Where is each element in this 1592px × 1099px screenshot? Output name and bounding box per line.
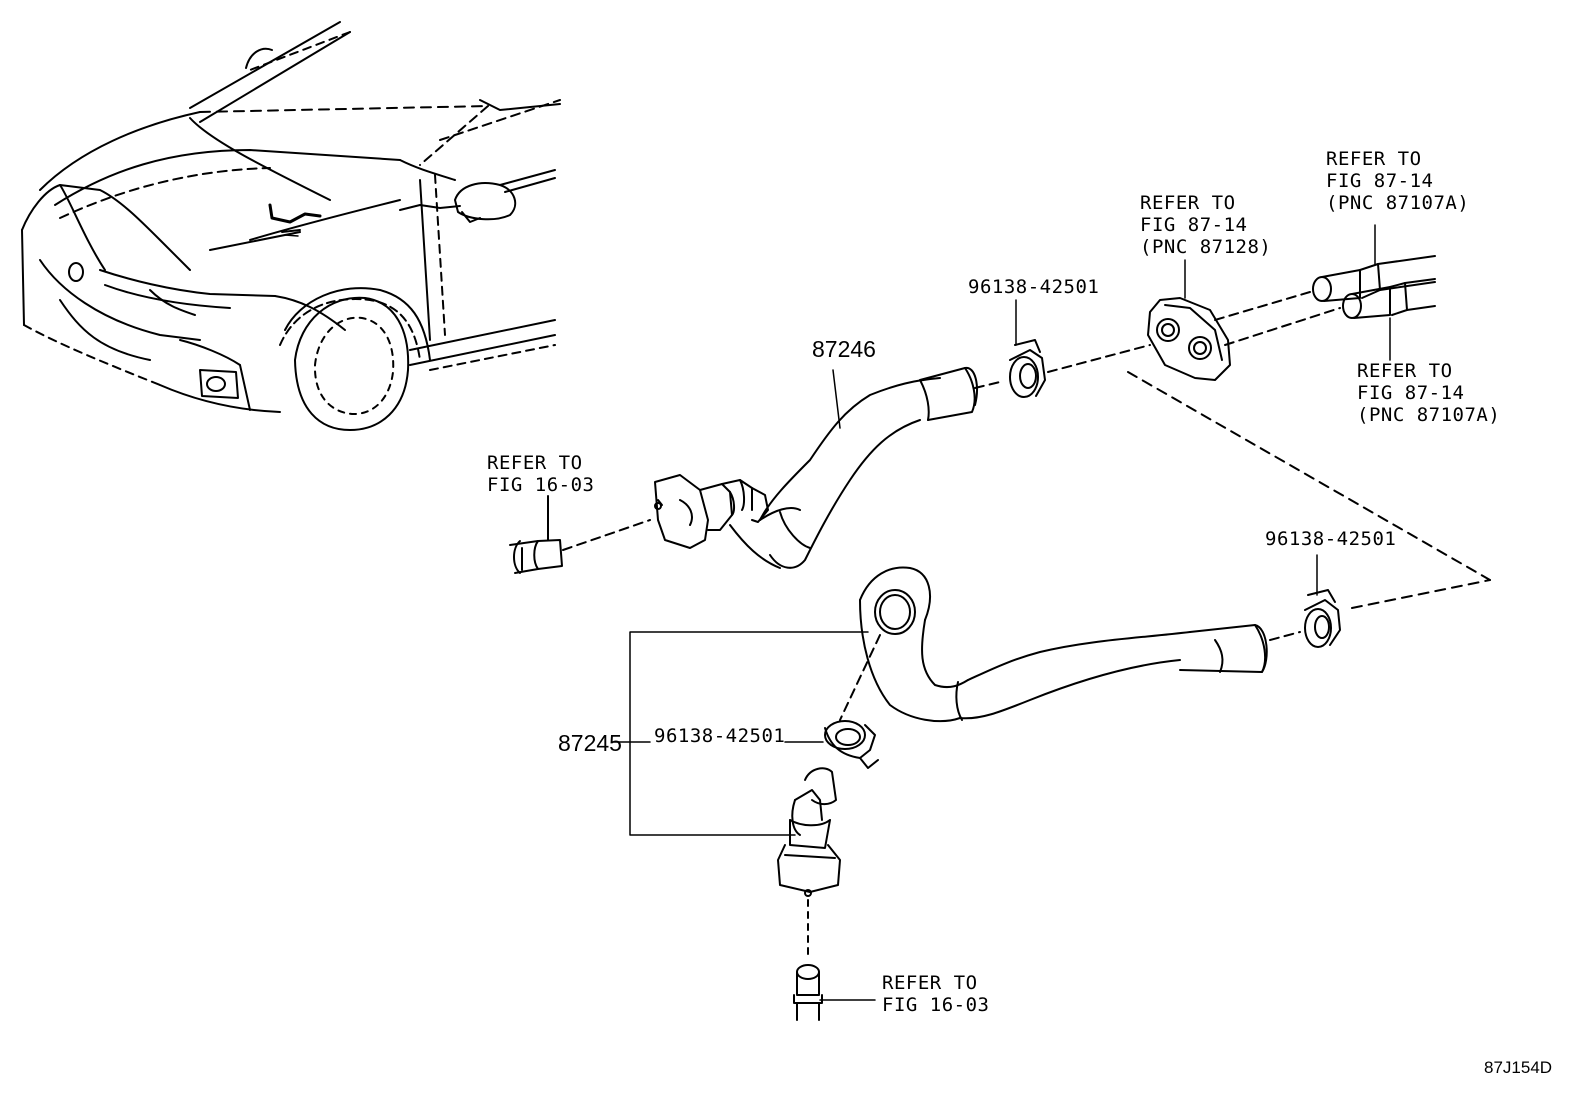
grommet	[1147, 259, 1231, 381]
ref-bottom-line1: REFER TO	[882, 972, 978, 994]
clamp-upper	[1009, 299, 1046, 398]
ref-grommet-line3: (PNC 87128)	[1140, 236, 1272, 258]
clamp-upper-number: 96138-42501	[968, 276, 1100, 298]
bottom-pipe-stub	[793, 964, 876, 1021]
ref-left-line1: REFER TO	[487, 452, 583, 474]
part-number-87246: 87246	[812, 336, 876, 362]
assy-bracket-87245	[611, 631, 869, 836]
ref-pipe-top-line1: REFER TO	[1326, 148, 1422, 170]
lower-connector	[777, 767, 841, 897]
ref-pipe-top-line2: FIG 87-14	[1326, 170, 1434, 192]
ref-grommet-line2: FIG 87-14	[1140, 214, 1248, 236]
leader-dashed-3	[1214, 291, 1311, 321]
leader-dashed-4	[1224, 307, 1341, 346]
part-number-87245: 87245	[558, 730, 622, 756]
vehicle-outline	[21, 21, 561, 431]
leader-dashed-8	[839, 634, 881, 721]
heater-pipes	[1312, 224, 1436, 361]
ref-pipe-bot-line1: REFER TO	[1357, 360, 1453, 382]
clamp-assy	[824, 720, 879, 769]
leader-dashed-5	[1127, 371, 1491, 581]
ref-bottom-line2: FIG 16-03	[882, 994, 990, 1016]
ref-pipe-bot-line2: FIG 87-14	[1357, 382, 1465, 404]
leader-dashed-6	[1351, 579, 1491, 609]
clamp-right	[1304, 554, 1341, 648]
clamp-right-number: 96138-42501	[1265, 528, 1397, 550]
left-pipe-stub	[509, 495, 563, 574]
leader-dashed-left	[562, 519, 651, 551]
ref-pipe-bot-line3: (PNC 87107A)	[1357, 404, 1501, 426]
lower-hose	[859, 566, 1268, 723]
upper-hose-87246	[729, 366, 978, 569]
leader-dashed-7	[1269, 631, 1301, 641]
leader-dashed-1	[974, 381, 1001, 389]
diagram-code: 87J154D	[1484, 1058, 1553, 1077]
upper-connector	[654, 474, 769, 549]
ref-grommet-line1: REFER TO	[1140, 192, 1236, 214]
leader-dashed-2	[1047, 344, 1151, 373]
ref-left-line2: FIG 16-03	[487, 474, 595, 496]
clamp-assy-number: 96138-42501	[654, 725, 786, 747]
ref-pipe-top-line3: (PNC 87107A)	[1326, 192, 1470, 214]
